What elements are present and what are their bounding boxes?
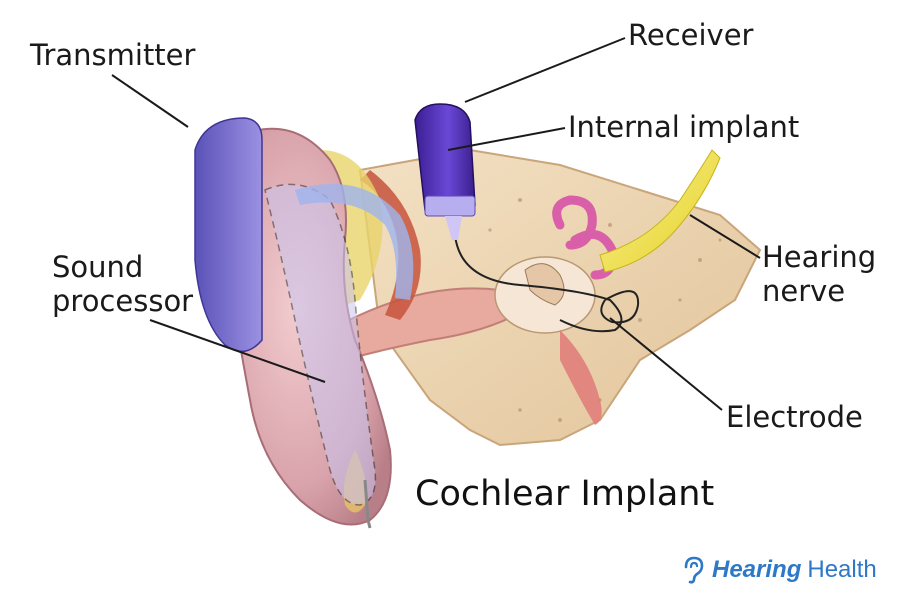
diagram-title: Cochlear Implant (415, 474, 715, 514)
transmitter-leader (111, 74, 189, 128)
processor-hook (295, 183, 414, 300)
implant-stem (445, 216, 462, 240)
label-sound-processor-line2: processor (52, 284, 194, 319)
label-electrode: Electrode (726, 400, 863, 434)
sound-processor-leader (149, 319, 326, 383)
hearing-nerve-leader (689, 214, 761, 259)
brand-name-light: Health (807, 556, 877, 583)
electrode-wire (454, 234, 623, 333)
label-receiver: Receiver (628, 18, 754, 52)
sound-processor-shape (264, 183, 377, 506)
processor-cable (363, 479, 372, 529)
transmitter-device (194, 117, 263, 353)
internal-implant-device (414, 103, 476, 211)
receiver-leader (464, 37, 626, 103)
brand-name-strong: Hearing (712, 556, 802, 583)
label-sound-processor-line1: Sound (52, 250, 144, 284)
implant-band (424, 195, 476, 217)
cochlea (552, 195, 617, 280)
ossicles (524, 263, 565, 306)
eustachian-tube (560, 330, 602, 425)
ear-icon (684, 556, 704, 584)
label-sound-processor: Sound processor (52, 250, 193, 318)
label-hearing-nerve-line2: nerve (762, 274, 846, 309)
leader-lines (111, 37, 761, 411)
electrode-leader (609, 317, 723, 411)
cochlea-spiral (600, 290, 640, 324)
hearing-nerve (599, 149, 721, 273)
label-transmitter: Transmitter (30, 38, 196, 72)
internal-implant-leader (447, 127, 566, 151)
label-hearing-nerve: Hearing nerve (762, 240, 876, 308)
label-internal-implant: Internal implant (568, 110, 800, 144)
label-hearing-nerve-line1: Hearing (762, 240, 877, 274)
brand-logo: Hearing Health (680, 555, 877, 585)
